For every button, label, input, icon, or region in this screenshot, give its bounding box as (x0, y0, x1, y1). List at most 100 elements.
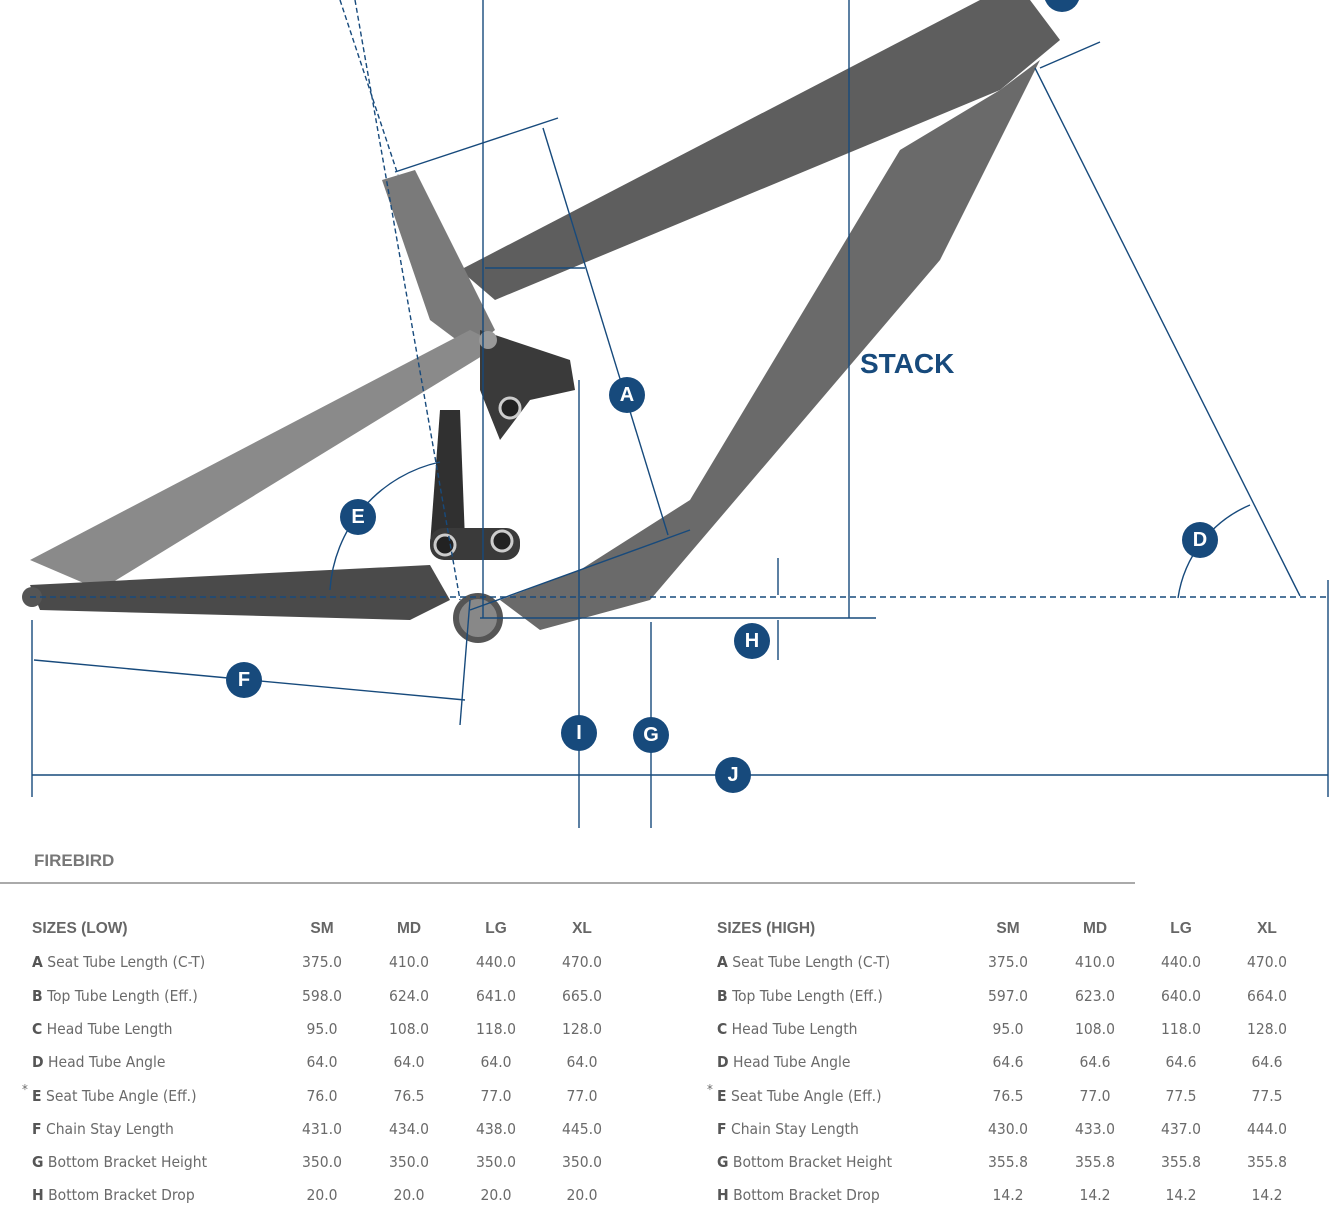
measurement-value: 64.0 (393, 1053, 425, 1072)
measurement-value: 410.0 (389, 953, 429, 972)
marker-g: G (633, 717, 669, 753)
measurement-value: 375.0 (988, 953, 1028, 972)
top-tube (460, 0, 1060, 300)
measurement-name: F Chain Stay Length (32, 1120, 174, 1138)
measurement-value: 470.0 (1247, 953, 1287, 972)
measurement-name: H Bottom Bracket Drop (717, 1186, 880, 1204)
measurement-value: 375.0 (302, 953, 342, 972)
measurement-name: A Seat Tube Length (C-T) (32, 953, 205, 971)
measurement-value: 438.0 (476, 1119, 516, 1138)
sizes-heading: SIZES (LOW) (32, 920, 128, 937)
marker-c: C (1044, 0, 1080, 12)
chain-stay (30, 565, 450, 620)
measurement-letter: B (717, 986, 728, 1005)
marker-j: J (715, 757, 751, 793)
size-column-header: MD (1082, 920, 1108, 937)
measurement-name: A Seat Tube Length (C-T) (717, 953, 890, 971)
marker-d: D (1182, 522, 1218, 558)
measurement-value: 95.0 (992, 1019, 1024, 1038)
marker-f: F (226, 662, 262, 698)
marker-a: A (609, 377, 645, 413)
measurement-value: 77.0 (480, 1086, 512, 1105)
measurement-letter: H (32, 1186, 44, 1205)
measurement-value: 624.0 (389, 986, 429, 1005)
measurement-value: 641.0 (476, 986, 516, 1005)
measurement-value: 437.0 (1161, 1119, 1201, 1138)
measurement-value: 433.0 (1075, 1119, 1115, 1138)
measurement-label: Seat Tube Angle (Eff.) (730, 1086, 882, 1105)
measurement-letter: C (717, 1019, 728, 1038)
measurement-letter: D (717, 1053, 729, 1072)
measurement-value: 128.0 (1247, 1019, 1287, 1038)
measurement-label: Chain Stay Length (45, 1119, 174, 1138)
measurement-value: 128.0 (562, 1019, 602, 1038)
measurement-name: F Chain Stay Length (717, 1120, 859, 1138)
shock (430, 410, 465, 545)
measurement-value: 665.0 (562, 986, 602, 1005)
measurement-value: 640.0 (1161, 986, 1201, 1005)
footnote-star: * (22, 1082, 28, 1098)
measurement-value: 64.6 (1251, 1053, 1283, 1072)
measurement-value: 20.0 (480, 1186, 512, 1205)
size-column-header: XL (572, 920, 592, 937)
measurement-value: 444.0 (1247, 1119, 1287, 1138)
size-column-header: XL (1257, 920, 1277, 937)
measurement-label: Bottom Bracket Height (732, 1153, 893, 1172)
size-column-header: LG (1170, 920, 1192, 937)
measurement-value: 14.2 (992, 1186, 1024, 1205)
measurement-value: 108.0 (389, 1019, 429, 1038)
measurement-value: 14.2 (1165, 1186, 1197, 1205)
dimension-lines (30, 0, 1330, 828)
measurement-value: 410.0 (1075, 953, 1115, 972)
measurement-value: 623.0 (1075, 986, 1115, 1005)
measurement-label: Head Tube Length (46, 1019, 173, 1038)
marker-i: I (561, 715, 597, 751)
measurement-value: 95.0 (306, 1019, 338, 1038)
measurement-value: 14.2 (1079, 1186, 1111, 1205)
measurement-value: 355.8 (1247, 1153, 1287, 1172)
measurement-value: 434.0 (389, 1119, 429, 1138)
measurement-label: Chain Stay Length (730, 1119, 859, 1138)
measurement-letter: A (717, 953, 728, 972)
measurement-name: B Top Tube Length (Eff.) (717, 987, 883, 1005)
measurement-letter: A (32, 953, 43, 972)
sizes-heading: SIZES (HIGH) (717, 920, 816, 937)
measurement-letter: G (32, 1153, 44, 1172)
rocker-link (480, 330, 575, 440)
measurement-name: G Bottom Bracket Height (32, 1153, 207, 1171)
measurement-value: 598.0 (302, 986, 342, 1005)
bike-frame (22, 0, 1060, 643)
measurement-value: 77.0 (566, 1086, 598, 1105)
down-tube (500, 60, 1040, 630)
measurement-value: 430.0 (988, 1119, 1028, 1138)
measurement-name: E Seat Tube Angle (Eff.) (32, 1087, 197, 1105)
measurement-name: B Top Tube Length (Eff.) (32, 987, 198, 1005)
measurement-value: 350.0 (562, 1153, 602, 1172)
measurement-label: Seat Tube Length (C-T) (732, 953, 891, 972)
measurement-name: G Bottom Bracket Height (717, 1153, 892, 1171)
divider (0, 882, 1135, 884)
measurement-value: 77.5 (1251, 1086, 1283, 1105)
measurement-label: Bottom Bracket Height (47, 1153, 208, 1172)
measurement-value: 64.0 (566, 1053, 598, 1072)
measurement-value: 431.0 (302, 1119, 342, 1138)
measurement-label: Bottom Bracket Drop (48, 1186, 195, 1205)
measurement-name: E Seat Tube Angle (Eff.) (717, 1087, 882, 1105)
measurement-value: 14.2 (1251, 1186, 1283, 1205)
frame-geometry-diagram (22, 0, 1330, 828)
measurement-value: 76.0 (306, 1086, 338, 1105)
measurement-value: 76.5 (393, 1086, 425, 1105)
measurement-value: 470.0 (562, 953, 602, 972)
measurement-label: Top Tube Length (Eff.) (732, 986, 883, 1005)
stack-label: STACK (860, 348, 955, 379)
measurement-label: Seat Tube Length (C-T) (47, 953, 206, 972)
measurement-value: 77.0 (1079, 1086, 1111, 1105)
measurement-name: C Head Tube Length (32, 1020, 173, 1038)
measurement-value: 20.0 (566, 1186, 598, 1205)
measurement-value: 20.0 (393, 1186, 425, 1205)
measurement-label: Head Tube Angle (48, 1053, 166, 1072)
measurement-value: 64.0 (480, 1053, 512, 1072)
measurement-letter: E (717, 1086, 727, 1105)
measurement-value: 64.6 (992, 1053, 1024, 1072)
measurement-label: Head Tube Length (731, 1019, 858, 1038)
